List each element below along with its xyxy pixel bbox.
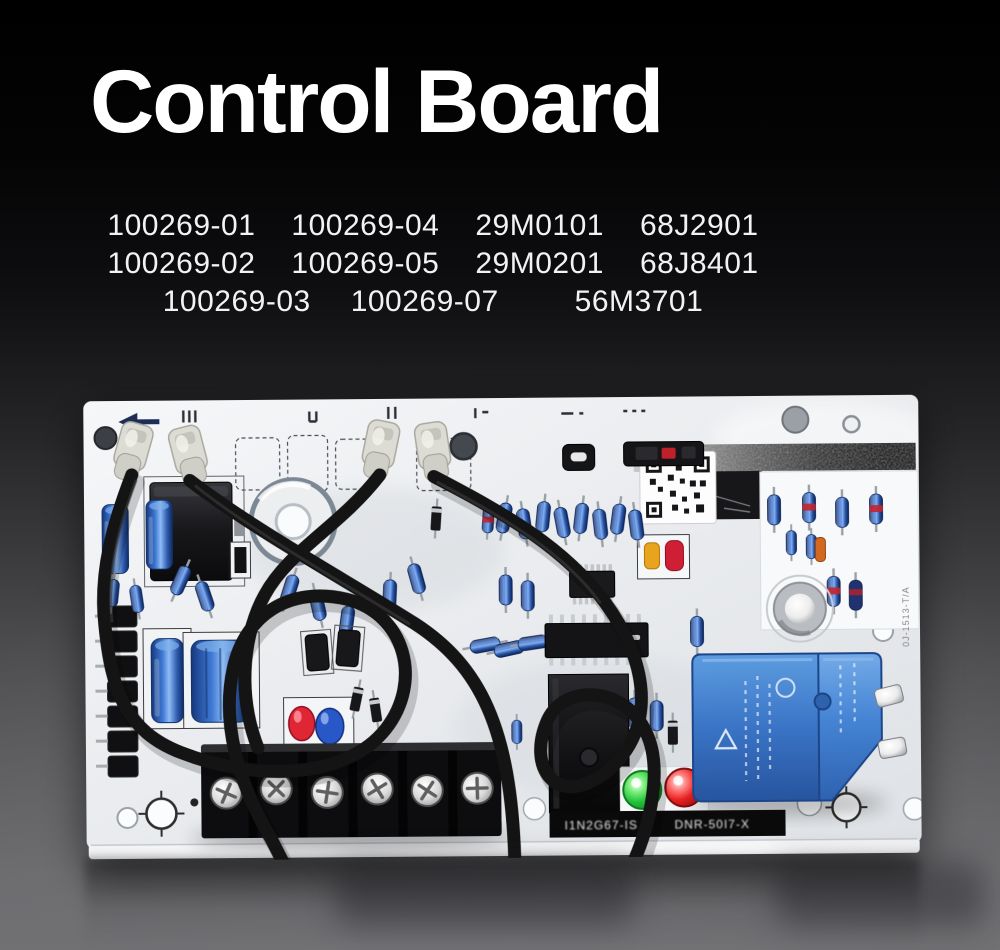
transistors bbox=[299, 624, 366, 677]
part-number: 100269-04 bbox=[291, 209, 440, 242]
label-strip-left: I1N2G67-IS bbox=[564, 818, 637, 833]
control-board-photo: 0J-1513-T/A I1N2G67-IS DNR-50I7-X bbox=[83, 394, 922, 862]
part-number: 100269-05 bbox=[291, 247, 440, 280]
part-number: 68J8401 bbox=[639, 247, 759, 280]
pcb-board: 0J-1513-T/A I1N2G67-IS DNR-50I7-X bbox=[83, 394, 922, 862]
part-number: 100269-01 bbox=[107, 209, 256, 242]
wire-highlights bbox=[109, 479, 602, 626]
crosshair-hole bbox=[138, 790, 185, 837]
label-strip: I1N2G67-IS DNR-50I7-X bbox=[549, 809, 786, 838]
reflection-smudge bbox=[335, 862, 635, 926]
page-title: Control Board bbox=[90, 51, 664, 151]
part-number: 100269-07 bbox=[350, 285, 499, 318]
part-number: 29M0101 bbox=[475, 209, 604, 242]
edge-marking: 0J-1513-T/A bbox=[901, 586, 911, 647]
button-capacitors bbox=[283, 696, 355, 755]
part-number: 68J2901 bbox=[639, 209, 759, 242]
part-number: 56M3701 bbox=[574, 285, 704, 318]
part-number-list: 100269-01 100269-04 29M0101 68J2901 1002… bbox=[0, 207, 866, 321]
wire bbox=[96, 468, 412, 862]
recycle-icon bbox=[714, 727, 738, 750]
part-number-row: 100269-03 100269-07 56M3701 bbox=[0, 283, 866, 321]
silkscreen-tick-marks bbox=[182, 406, 646, 423]
spade-lugs bbox=[874, 684, 908, 759]
part-number-row: 100269-02 100269-05 29M0201 68J8401 bbox=[0, 245, 866, 283]
part-number: 100269-03 bbox=[162, 285, 311, 318]
board-reflection bbox=[85, 858, 985, 950]
label-strip-right: DNR-50I7-X bbox=[674, 817, 749, 832]
resistors bbox=[103, 484, 885, 751]
wire bbox=[427, 470, 661, 862]
part-number: 29M0201 bbox=[475, 247, 604, 280]
metal-can bbox=[765, 574, 834, 643]
relay bbox=[686, 652, 887, 815]
wire bbox=[238, 468, 387, 755]
relay-marking-lines bbox=[744, 663, 856, 782]
component-frame bbox=[229, 541, 252, 579]
reflection-smudge bbox=[775, 862, 985, 926]
film-capacitors bbox=[636, 534, 691, 580]
wire bbox=[183, 473, 522, 862]
wire-harness bbox=[96, 468, 661, 862]
part-number: 100269-02 bbox=[107, 247, 256, 280]
jumper-switch bbox=[562, 440, 705, 471]
part-number-row: 100269-01 100269-04 29M0101 68J2901 bbox=[0, 207, 866, 245]
